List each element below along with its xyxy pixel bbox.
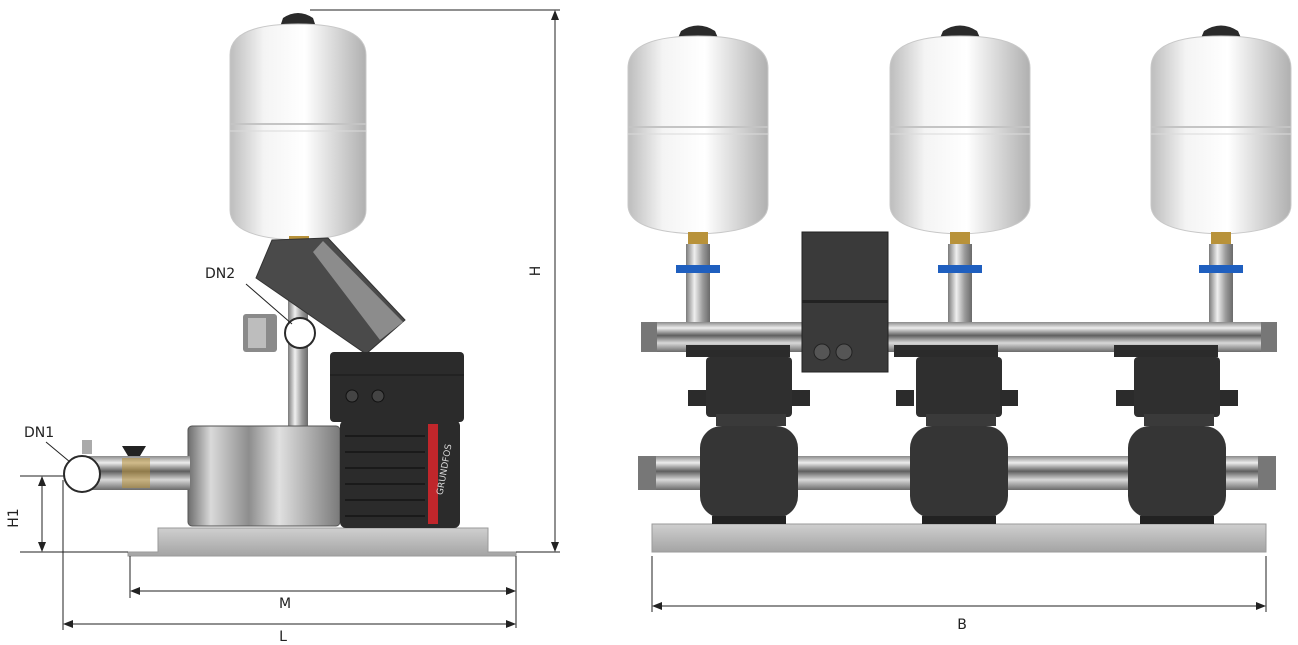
front-pump-2	[894, 345, 1018, 524]
dim-label-h: H	[528, 266, 544, 277]
side-pump-body	[187, 425, 341, 527]
dim-label-dn2: DN2	[205, 266, 235, 282]
side-drive-button-2	[371, 389, 385, 403]
side-view: GRUNDFOS	[63, 13, 517, 557]
cabinet-gland-2	[835, 343, 853, 361]
side-tank	[229, 13, 367, 246]
dim-label-b: B	[957, 617, 967, 633]
side-controller-box	[255, 237, 406, 355]
front-view	[627, 25, 1292, 553]
front-tank-2	[889, 25, 1031, 326]
side-dimensions: H H1 DN1 DN2 M L	[6, 9, 560, 645]
side-base-plate	[127, 527, 517, 557]
dn1-connection	[63, 455, 101, 493]
front-tank-3	[1150, 25, 1292, 326]
side-drive-button-1	[345, 389, 359, 403]
front-pump-3	[1114, 345, 1238, 524]
front-dimensions: B	[651, 556, 1267, 633]
front-upper-manifold	[641, 322, 1277, 352]
cabinet-gland-1	[813, 343, 831, 361]
dim-label-h1: H1	[6, 508, 22, 527]
dim-label-dn1: DN1	[24, 425, 54, 441]
dim-label-m: M	[279, 596, 291, 612]
front-tank-1	[627, 25, 769, 326]
side-drive-box	[330, 352, 464, 422]
dim-label-l: L	[279, 629, 287, 645]
dn2-connection	[284, 317, 316, 349]
front-pump-1	[686, 345, 810, 524]
front-base-plate	[651, 523, 1267, 553]
